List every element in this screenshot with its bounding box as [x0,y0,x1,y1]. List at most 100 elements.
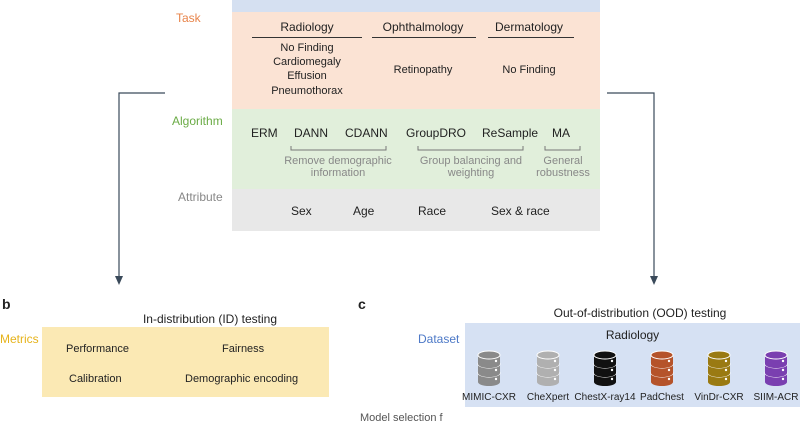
database-indicator-dot [781,377,785,381]
database-indicator-dot [781,359,785,363]
attribute-label: Attribute [178,190,223,204]
panel-b-title: In-distribution (ID) testing [142,312,278,326]
database-segment-top [477,350,501,360]
database-indicator-dot [553,368,557,372]
database-segment-base [537,369,559,377]
database-segment-base [765,378,787,386]
top-strip [232,0,600,12]
dataset-name-siim-acr: SIIM-ACR [753,392,799,403]
arrowhead-left [115,276,123,285]
bracket-general-robustness [544,146,581,151]
dataset-box [465,323,800,407]
algorithm-group-general-robustness: General robustness [536,155,590,179]
dataset-name-vindr-cxr: VinDr-CXR [694,392,744,403]
database-segment-base [708,378,730,386]
database-icon [593,350,617,386]
database-indicator-dot [553,377,557,381]
database-segment-top [707,350,731,360]
database-segment-base [478,378,500,386]
database-segment-base [537,360,559,368]
database-segment-base [708,369,730,377]
task-box [232,12,600,109]
task-column-title-radiology: Radiology [280,20,334,34]
algorithm-dann: DANN [294,126,329,140]
task-column-title-dermatology: Dermatology [494,20,564,34]
metric-fairness: Fairness [222,343,265,355]
task-item: No Finding [502,64,556,76]
task-item: Cardiomegaly [273,56,341,68]
dataset-domain-radiology: Radiology [605,328,660,342]
task-item: Effusion [287,70,327,82]
database-indicator-dot [553,359,557,363]
algorithm-cdann: CDANN [345,126,388,140]
model-selection-label-cut: Model selection f [360,412,443,424]
panel-c-letter: c [358,296,366,312]
database-indicator-dot [781,368,785,372]
task-column-underline-radiology [252,37,362,38]
metric-calibration: Calibration [69,373,122,385]
database-segment-top [593,350,617,360]
database-segment-base [478,360,500,368]
database-segment-base [478,369,500,377]
database-indicator-dot [610,377,614,381]
database-indicator-dot [667,368,671,372]
dataset-name-chexpert: CheXpert [526,392,570,403]
algorithm-groupdro: GroupDRO [406,126,467,140]
attribute-race: Race [418,204,447,218]
attribute-box [232,189,600,231]
database-indicator-dot [610,359,614,363]
database-indicator-dot [667,377,671,381]
database-segment-top [764,350,788,360]
task-label: Task [176,11,201,25]
database-segment-top [536,350,560,360]
task-column-title-ophthalmology: Ophthalmology [382,20,464,34]
database-segment-base [765,369,787,377]
database-segment-base [594,360,616,368]
database-indicator-dot [494,377,498,381]
database-segment-base [594,369,616,377]
database-icon [536,350,560,386]
algorithm-box [232,109,600,189]
task-item: Pneumothorax [271,85,343,97]
arrowhead-right [650,276,658,285]
attribute-sex-race: Sex & race [491,204,550,218]
metrics-box [42,327,329,397]
database-segment-base [537,378,559,386]
database-icon [477,350,501,386]
panel-c-title: Out-of-distribution (OOD) testing [553,306,727,320]
database-indicator-dot [724,368,728,372]
attribute-age: Age [353,204,375,218]
metric-performance: Performance [66,343,129,355]
task-item: No Finding [280,42,334,54]
database-indicator-dot [724,377,728,381]
algorithm-resample: ReSample [482,126,539,140]
connector-left [118,92,165,278]
task-item: Retinopathy [393,64,453,76]
dataset-name-mimic-cxr: MIMIC-CXR [462,392,516,403]
bracket-group-balancing [417,146,524,151]
database-segment-base [651,378,673,386]
algorithm-erm: ERM [251,126,278,140]
task-column-underline-dermatology [488,37,574,38]
bracket-remove-demographic [290,146,387,151]
dataset-name-padchest: PadChest [640,392,684,403]
algorithm-label: Algorithm [172,114,223,128]
database-indicator-dot [494,368,498,372]
attribute-sex: Sex [291,204,312,218]
panel-b-letter: b [2,296,11,312]
database-segment-base [765,360,787,368]
connector-right [607,92,655,278]
database-icon [764,350,788,386]
metrics-label: Metrics [0,332,39,346]
database-segment-top [650,350,674,360]
database-indicator-dot [610,368,614,372]
task-column-underline-ophthalmology [372,37,476,38]
algorithm-group-remove-demographic: Remove demographic information [284,155,392,179]
database-indicator-dot [494,359,498,363]
algorithm-group-balancing: Group balancing and weighting [419,155,523,179]
dataset-label: Dataset [418,332,460,346]
dataset-name-chestx-ray14: ChestX-ray14 [574,392,636,403]
